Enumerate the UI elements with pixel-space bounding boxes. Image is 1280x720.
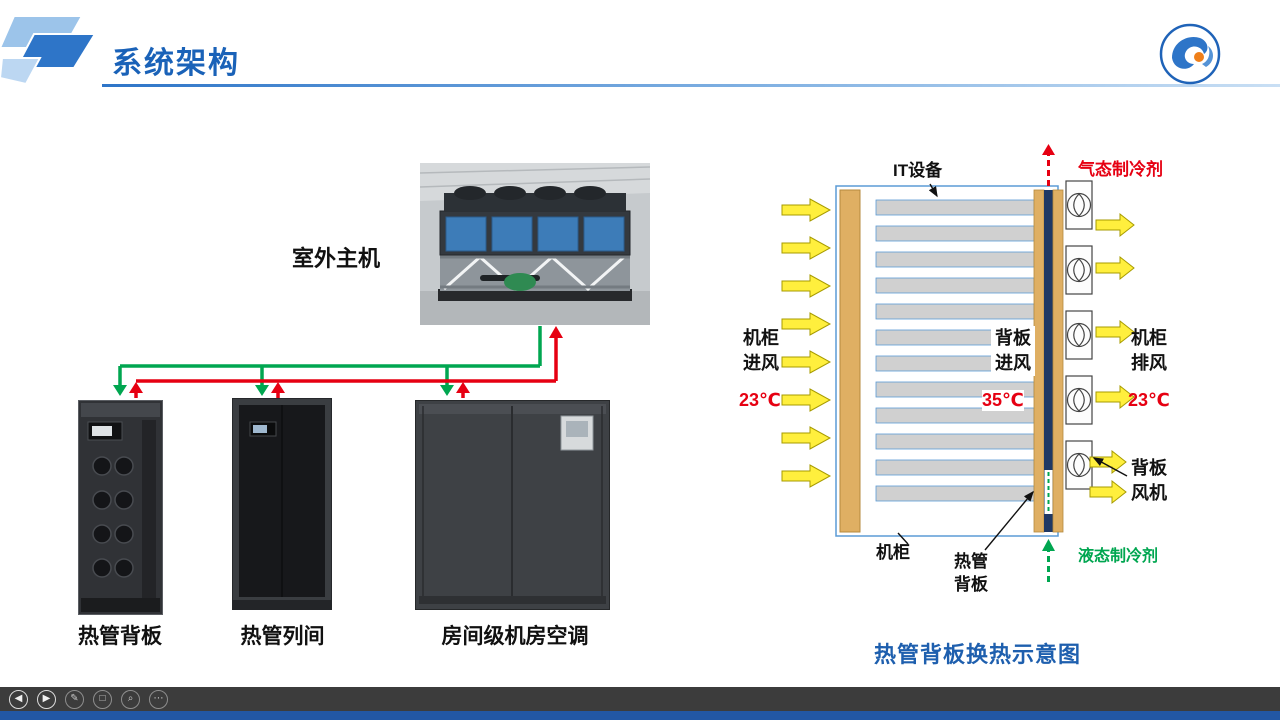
zoom-tool-button[interactable]: ⌕ [121, 689, 140, 709]
return-pipe-red [129, 326, 563, 398]
backplane-intake-temp: 35℃ [982, 390, 1024, 411]
supply-pipe-green [113, 326, 542, 396]
next-slide-button[interactable]: ▶ [37, 689, 56, 709]
refrigerant-piping-lines [113, 326, 563, 398]
cabinet-exhaust-label: 机柜 排风 [1126, 326, 1172, 376]
gas-refrigerant-label: 气态制冷剂 [1078, 160, 1163, 179]
intake-air-arrows [781, 198, 832, 488]
heatpipe-backplane-layers [1033, 189, 1064, 533]
cabinet-intake-line1: 机柜 [743, 328, 779, 348]
outdoor-unit-photo [420, 163, 650, 325]
cabinet-exhaust-line1: 机柜 [1131, 328, 1167, 348]
heatpipe-backplane-label: 热管 背板 [950, 550, 992, 596]
outdoor-unit-label: 室外主机 [292, 246, 381, 271]
frame-tool-button[interactable]: □ [93, 689, 112, 709]
it-equipment-label: IT设备 [893, 161, 943, 180]
backplane-fans [1065, 180, 1093, 490]
cabinet-intake-line2: 进风 [743, 353, 779, 373]
backplane-intake-line2: 进风 [995, 353, 1031, 373]
unit-label-heatpipe-inrow: 热管列间 [240, 625, 325, 648]
prev-slide-button[interactable]: ◀ [9, 689, 28, 709]
liquid-refrigerant-arrow [1042, 539, 1055, 582]
cabinet-intake-temp: 23℃ [739, 390, 781, 410]
heatpipe-backplane-line2: 背板 [954, 575, 988, 594]
cabinet-front-door [839, 189, 861, 533]
heatpipe-inrow-unit-photo [232, 398, 332, 610]
corner-decoration-icon [0, 15, 95, 86]
callout-pointers [897, 183, 1128, 551]
page-title: 系统架构 [112, 47, 240, 80]
cabinet-label: 机柜 [876, 543, 910, 562]
cabinet-intake-label: 机柜 进风 [738, 326, 784, 376]
gas-refrigerant-arrow [1042, 144, 1055, 186]
unit-label-room-crac: 房间级机房空调 [441, 625, 589, 648]
room-level-crac-unit-photo [415, 400, 610, 610]
backplane-intake-label: 背板 进风 [991, 326, 1035, 376]
backplane-fan-line2: 风机 [1131, 483, 1167, 503]
heatpipe-backplane-unit-photo [78, 400, 163, 615]
bottom-progress-strip [0, 711, 1280, 720]
slideshow-toolbar: ◀ ▶ ✎ □ ⌕ ⋯ [0, 687, 1280, 711]
cabinet-exhaust-line2: 排风 [1131, 353, 1167, 373]
schematic-caption: 热管背板换热示意图 [874, 642, 1082, 667]
brand-logo-icon [1159, 23, 1221, 85]
heatpipe-backplane-line1: 热管 [954, 552, 988, 571]
exhaust-air-arrows [1089, 212, 1135, 505]
backplane-fan-label: 背板 风机 [1126, 456, 1172, 506]
unit-label-heatpipe-backplane: 热管背板 [78, 625, 162, 648]
heat-exchange-schematic [781, 144, 1135, 582]
pen-tool-button[interactable]: ✎ [65, 689, 84, 709]
backplane-intake-line1: 背板 [995, 328, 1031, 348]
liquid-refrigerant-label: 液态制冷剂 [1078, 548, 1159, 565]
cabinet-exhaust-temp: 23℃ [1128, 390, 1170, 410]
title-underline [102, 84, 1280, 87]
backplane-fan-line1: 背板 [1131, 458, 1167, 478]
more-tools-button[interactable]: ⋯ [149, 689, 168, 709]
